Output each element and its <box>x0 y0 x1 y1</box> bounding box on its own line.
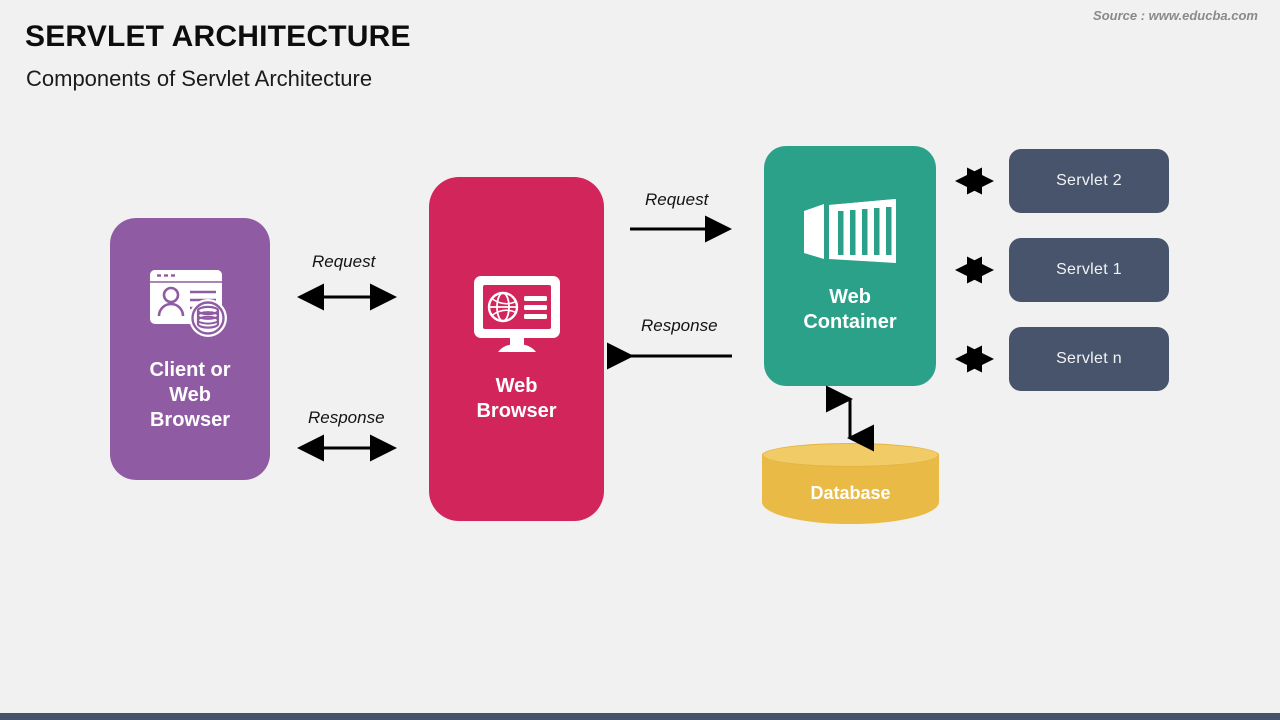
connector-label-client-request: Request <box>312 252 376 271</box>
node-web-browser-label: Web Browser <box>476 375 557 422</box>
node-servlet-1: Servlet 2 <box>1009 149 1169 213</box>
node-web-container-label: Web Container <box>803 286 897 333</box>
servlet-label: Servlet n <box>1056 350 1122 367</box>
node-servlet-2: Servlet 1 <box>1009 238 1169 302</box>
node-client-or-web-browser: Client or Web Browser <box>110 218 270 480</box>
node-client-label: Client or Web Browser <box>149 358 231 431</box>
shipping-container-icon <box>800 197 900 271</box>
monitor-globe-icon <box>472 274 562 354</box>
node-web-container: Web Container <box>764 146 936 386</box>
connector-label-container-response: Response <box>641 316 718 335</box>
node-web-browser: Web Browser <box>429 177 604 521</box>
connector-label-client-response: Response <box>308 408 385 427</box>
source-attribution: Source : www.educba.com <box>1093 8 1258 23</box>
node-database-label: Database <box>810 483 891 503</box>
browser-user-database-icon <box>148 266 232 340</box>
connector-label-container-request: Request <box>645 190 709 209</box>
servlet-label: Servlet 1 <box>1056 261 1122 278</box>
node-servlet-n: Servlet n <box>1009 327 1169 391</box>
page-title: SERVLET ARCHITECTURE <box>25 20 411 53</box>
servlet-label: Servlet 2 <box>1056 172 1122 189</box>
footer-bar <box>0 713 1280 720</box>
node-database: Database <box>762 443 939 535</box>
page-subtitle: Components of Servlet Architecture <box>26 66 373 91</box>
